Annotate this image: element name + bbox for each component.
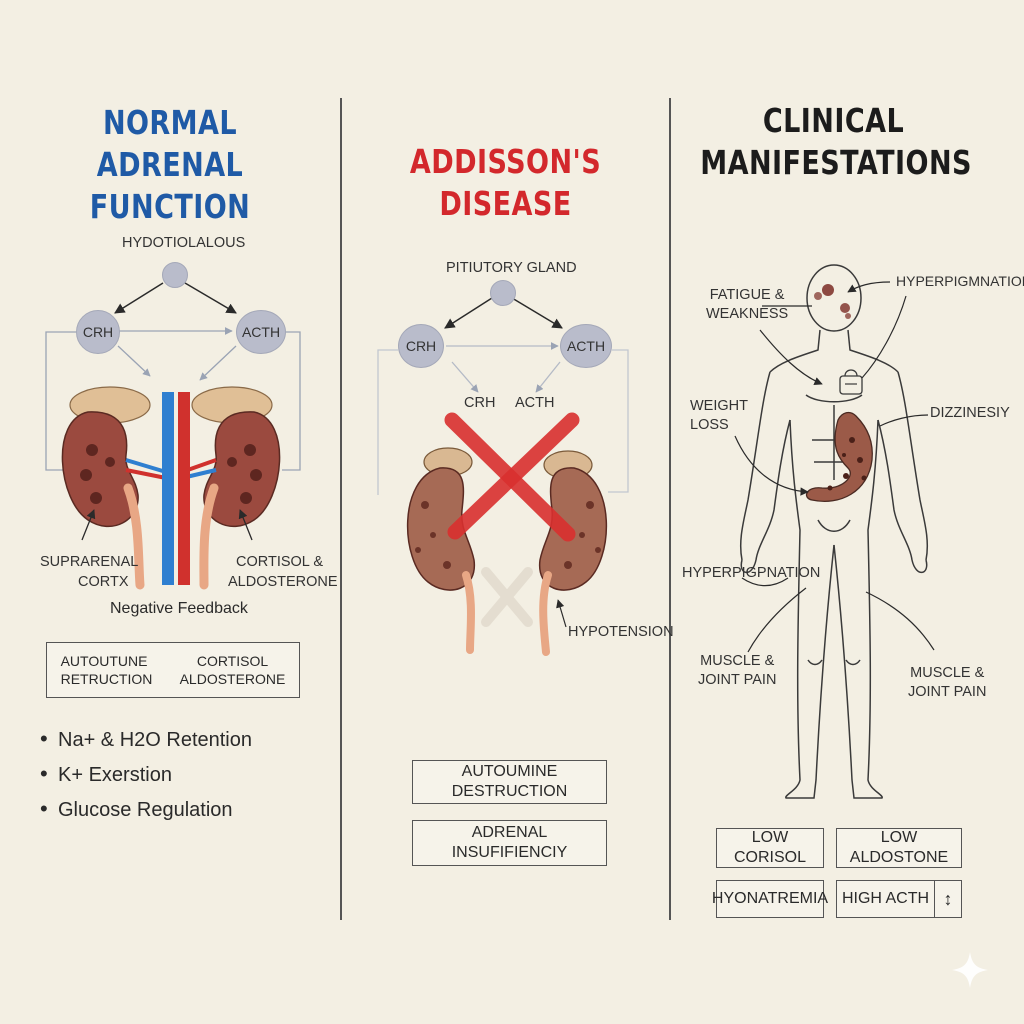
addison-title: ADDISSON'S DISEASE <box>409 142 602 223</box>
bullet-item: Glucose Regulation <box>40 792 252 827</box>
high-acth-box: HIGH ACTH ↕ <box>836 880 962 918</box>
bullet-item: Na+ & H2O Retention <box>40 722 252 757</box>
normal-title-line2: ADRENAL FUNCTION <box>89 145 251 226</box>
addison-acth-text: ACTH <box>515 395 555 411</box>
low-aldosterone-box: LOW ALDOSTONE <box>836 828 962 868</box>
pituitary-node <box>490 280 516 306</box>
muscle-right-l1: MUSCLE & <box>910 665 985 681</box>
normal-box-left: AUTOUTUNE RETRUCTION <box>61 652 153 688</box>
normal-axis-arrows <box>45 282 301 471</box>
body-adrenal-device <box>839 369 863 395</box>
addison-hypotension-pointer <box>556 599 567 628</box>
addison-acth-node: ACTH <box>560 324 612 368</box>
weight-l2: LOSS <box>690 417 729 433</box>
normal-box-right: CORTISOL ALDOSTERONE <box>180 652 286 688</box>
hypothalamus-node <box>162 262 188 288</box>
human-body-outline <box>739 264 929 799</box>
column-divider-right <box>669 98 671 920</box>
normal-title-line1: NORMAL <box>102 103 238 142</box>
muscle-left-l1: MUSCLE & <box>700 653 775 669</box>
up-down-arrow-icon: ↕ <box>934 881 961 917</box>
normal-kidneys <box>61 386 281 590</box>
column-divider-left <box>340 98 342 920</box>
suprarenal-line2: CORTX <box>78 574 129 590</box>
normal-box-left-l2: RETRUCTION <box>60 671 153 687</box>
normal-crh-node: CRH <box>76 310 120 354</box>
addison-axis-arrows <box>377 297 629 495</box>
hyperpigmentation-top-label: HYPERPIGMNATION <box>896 273 1024 289</box>
addison-damaged-kidneys <box>406 412 608 656</box>
normal-box-right-l1: CORTISOL <box>196 653 269 669</box>
cortisol-line1: CORTISOL & <box>236 554 324 570</box>
suprarenal-cortex-label: SUPRARENAL CORTX <box>40 552 138 592</box>
addison-crh-text: CRH <box>464 395 496 411</box>
clinical-title-line1: CLINICAL <box>762 101 905 140</box>
suprarenal-line1: SUPRARENAL <box>40 554 139 570</box>
normal-acth-node: ACTH <box>236 310 286 354</box>
muscle-left-l2: JOINT PAIN <box>698 672 777 688</box>
fatigue-l2: WEAKNESS <box>706 306 789 322</box>
weight-l1: WEIGHT <box>690 398 748 414</box>
low-cortisol-box: LOW CORISOL <box>716 828 824 868</box>
fatigue-label: FATIGUE & WEAKNESS <box>706 286 788 324</box>
pituitary-label: PITIUTORY GLAND <box>446 260 577 276</box>
normal-label-pointers <box>81 509 253 541</box>
clinical-title-line2: MANIFESTATIONS <box>700 143 972 182</box>
fatigue-l1: FATIGUE & <box>709 287 785 303</box>
cortisol-aldosterone-label: CORTISOL & ALDOSTERONE <box>228 552 338 592</box>
normal-title: NORMAL ADRENAL FUNCTION <box>31 102 310 228</box>
autoimmune-destruction-box: AUTOUMINE DESTRUCTION <box>412 760 607 804</box>
hypothalamus-label: HYDOTIOLALOUS <box>122 235 246 251</box>
sparkle-icon <box>952 952 988 988</box>
body-pigmentation-spots <box>814 284 851 319</box>
hyperpigmentation-mid-label: HYPERPIGPNATION <box>682 565 821 581</box>
clinical-leader-lines <box>734 281 935 653</box>
cortisol-line2: ALDOSTERONE <box>228 574 338 590</box>
clinical-title: CLINICAL MANIFESTATIONS <box>700 100 972 184</box>
negative-feedback-label: Negative Feedback <box>110 600 248 617</box>
addison-crh-node: CRH <box>398 324 444 368</box>
muscle-pain-right-label: MUSCLE & JOINT PAIN <box>908 664 986 702</box>
normal-function-bullets: Na+ & H2O Retention K+ Exerstion Glucose… <box>40 722 252 827</box>
bullet-item: K+ Exerstion <box>40 757 252 792</box>
muscle-pain-left-label: MUSCLE & JOINT PAIN <box>698 652 776 690</box>
muscle-right-l2: JOINT PAIN <box>908 684 987 700</box>
normal-box-right-l2: ALDOSTERONE <box>179 671 286 687</box>
normal-box-left-l1: AUTOUTUNE <box>60 653 148 669</box>
high-acth-text: HIGH ACTH <box>841 890 930 907</box>
hyponatremia-box: HYONATREMIA <box>712 880 828 918</box>
normal-summary-box: AUTOUTUNE RETRUCTION CORTISOL ALDOSTERON… <box>46 642 300 698</box>
hypotension-label: HYPOTENSION <box>568 624 674 640</box>
adrenal-insufficiency-box: ADRENAL INSUFIFIENCIY <box>412 820 607 866</box>
dizziness-label: DIZZINESIY <box>930 405 1010 421</box>
weight-loss-label: WEIGHT LOSS <box>690 397 748 435</box>
body-stomach <box>805 411 873 502</box>
